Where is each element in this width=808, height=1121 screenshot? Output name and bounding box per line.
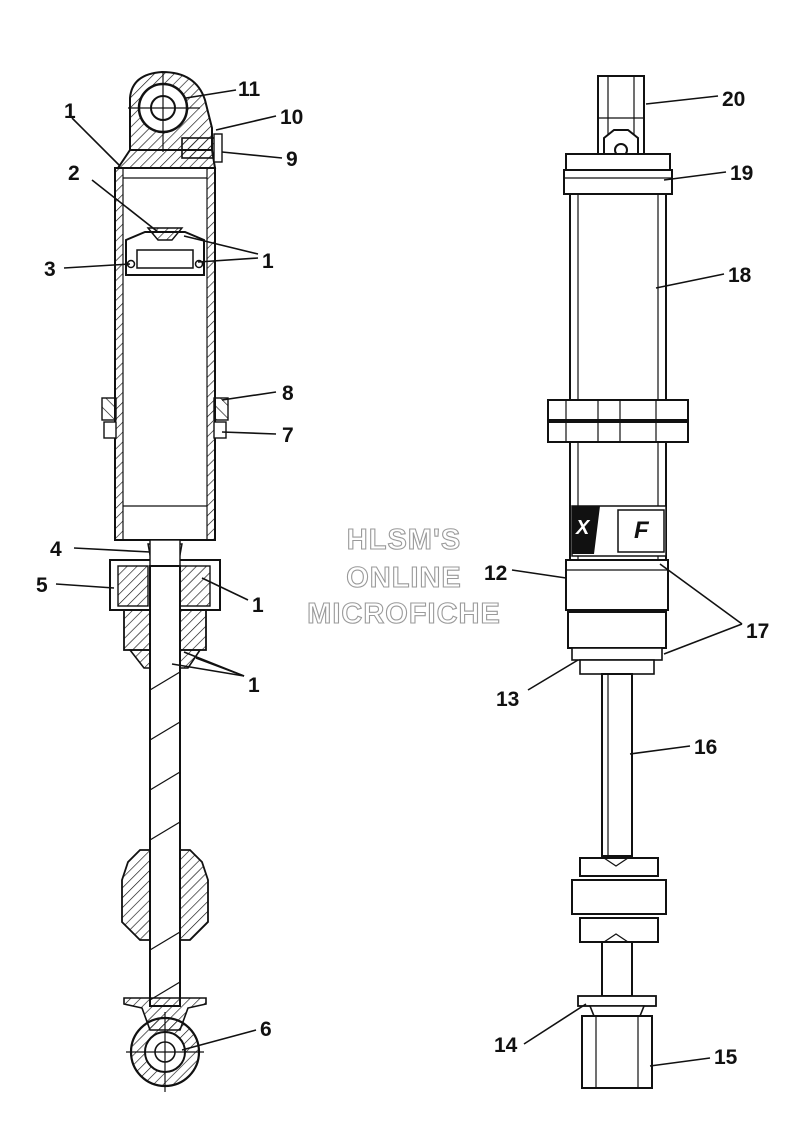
logo-text-a: X (575, 517, 591, 539)
callout-12: 12 (484, 562, 507, 585)
logo-text-b: F (634, 517, 650, 544)
bottom-mount (581, 1015, 653, 1089)
callout-14: 14 (494, 1034, 518, 1057)
callout-11: 11 (238, 78, 261, 101)
cutaway-shock: 1 2 1 3 11 10 9 8 7 4 5 1 1 6 (36, 70, 303, 1092)
watermark: HLSM'S ONLINE MICROFICHE (307, 523, 501, 630)
watermark-line-2: ONLINE (346, 562, 462, 594)
callout-5: 5 (36, 574, 48, 597)
callout-9: 9 (286, 148, 298, 171)
bumper (121, 849, 151, 941)
shaft-exterior (601, 673, 633, 857)
callout-1: 1 (248, 674, 260, 697)
bumper-exterior (579, 857, 659, 877)
callout-1: 1 (252, 594, 264, 617)
callout-15: 15 (714, 1046, 738, 1069)
callout-16: 16 (694, 736, 717, 759)
callout-1: 1 (262, 250, 274, 273)
callout-18: 18 (728, 264, 752, 287)
callout-19: 19 (730, 162, 753, 185)
lower-cap (565, 559, 669, 611)
preload-ring (547, 399, 689, 421)
callout-8: 8 (282, 382, 294, 405)
callout-4: 4 (50, 538, 62, 561)
body-cap (563, 169, 673, 195)
callout-17: 17 (746, 620, 769, 643)
shock-body (114, 167, 216, 541)
callout-13: 13 (496, 688, 519, 711)
callout-10: 10 (280, 106, 303, 129)
exterior-shock: X F (484, 75, 769, 1089)
callout-7: 7 (282, 424, 294, 447)
callout-20: 20 (722, 88, 745, 111)
callout-6: 6 (260, 1018, 272, 1041)
callout-1: 1 (64, 100, 76, 123)
watermark-line-1: HLSM'S (347, 524, 461, 556)
watermark-line-3: MICROFICHE (307, 598, 501, 630)
callout-2: 2 (68, 162, 80, 185)
shock-body-exterior (569, 193, 667, 561)
callout-3: 3 (44, 258, 56, 281)
piston-shaft (149, 565, 181, 1007)
